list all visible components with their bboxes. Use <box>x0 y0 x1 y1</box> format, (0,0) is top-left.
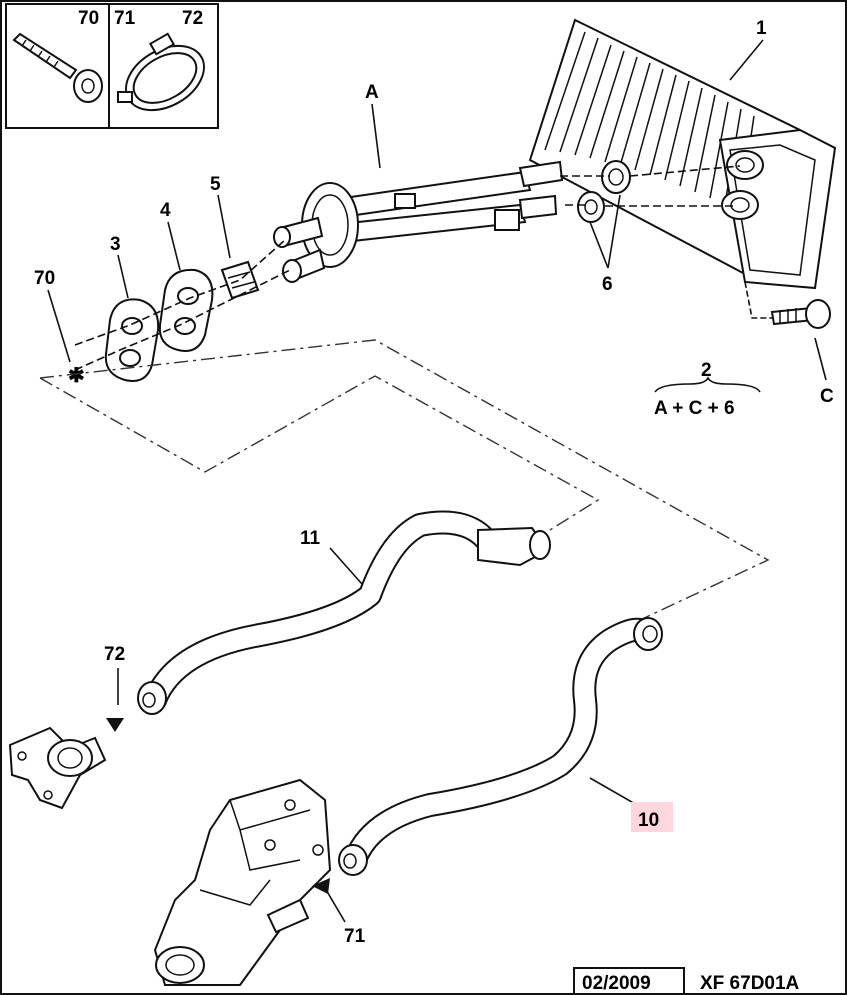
footer-date: 02/2009 <box>582 973 651 994</box>
water-outlet-flange <box>8 726 107 810</box>
asterisk-marker: ✱ <box>68 365 85 387</box>
screw-icon <box>12 32 103 103</box>
callout-6: 6 <box>602 274 613 295</box>
date-box <box>573 967 685 995</box>
inset-label-72: 72 <box>182 8 203 29</box>
heater-matrix <box>528 18 837 290</box>
lower-hose <box>338 617 663 876</box>
callout-10: 10 <box>638 810 659 831</box>
callout-71: 71 <box>344 926 366 947</box>
callout-C: C <box>820 386 834 407</box>
o-rings <box>577 160 631 223</box>
inset-label-71: 71 <box>114 8 136 29</box>
connection-outline <box>39 339 770 621</box>
inset-label-70: 70 <box>78 8 99 29</box>
pipe-assembly <box>273 160 564 283</box>
callout-1: 1 <box>756 18 767 39</box>
hose-clamp-icon <box>117 32 205 112</box>
mounting-plate <box>158 268 214 352</box>
kit-formula: A + C + 6 <box>654 398 735 419</box>
callout-72: 72 <box>104 644 125 665</box>
callout-11: 11 <box>300 528 321 549</box>
footer-reference: XF 67D01A <box>700 973 800 994</box>
thermostat-housing <box>153 778 332 986</box>
callout-4: 4 <box>160 200 171 221</box>
highlight-box <box>631 802 673 832</box>
kit-number: 2 <box>701 360 712 381</box>
parts-inset: 70 71 72 <box>5 3 219 129</box>
gasket-part <box>104 298 160 382</box>
callout-3: 3 <box>110 234 121 255</box>
upper-hose <box>137 510 551 715</box>
callout-70: 70 <box>34 268 55 289</box>
bolt-part <box>770 299 831 329</box>
callout-A: A <box>365 82 379 103</box>
callout-5: 5 <box>210 174 221 195</box>
arrow-icon <box>106 718 124 732</box>
kit-bracket <box>654 376 761 393</box>
arrow-icon <box>312 878 330 894</box>
clip-part <box>220 260 260 300</box>
